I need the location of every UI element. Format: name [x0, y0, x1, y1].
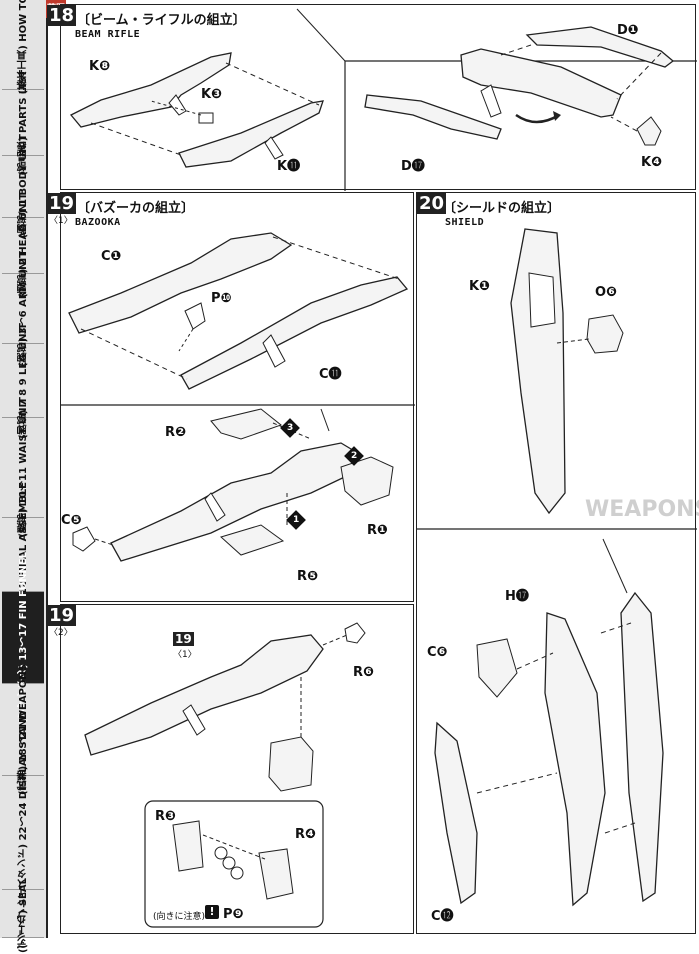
step-number: 18 [47, 5, 77, 26]
step-sub-number: 〈1〉 [49, 216, 73, 226]
step-19-2-panel: 19 〈2〉 19 〈1〉 R❻ R❸ R❹ P❾ (向きに注意) ! [47, 604, 414, 934]
part-label: K❽ [89, 59, 111, 74]
part-label: C⓫ [319, 367, 342, 382]
step-title-jp: 〔ビーム・ライフルの組立〕 [77, 13, 246, 28]
reference-step-sub: 〈1〉 [173, 650, 197, 660]
tab-how-to[interactable]: (基本工具) HOW TO [2, 0, 44, 94]
part-label: K❹ [641, 155, 663, 170]
part-label: D❶ [617, 23, 639, 38]
step-19-1-panel: 19 〈1〉 〔バズーカの組立〕 BAZOOKA C❶ P❿ C⓫ R❷ R❶ … [47, 192, 415, 602]
orientation-note: (向きに注意) [153, 912, 206, 922]
part-label: H⓱ [505, 589, 529, 604]
part-label: C⓬ [431, 909, 454, 924]
tab-label: (シール) SEAL [17, 878, 29, 949]
tab-weapons[interactable]: (武器) 18〜21 WEAPONS [2, 664, 44, 795]
step-20-panel: 20 〔シールドの組立〕 SHIELD WEAPONS K❶ O❻ H⓱ C❻ … [416, 192, 699, 934]
section-tab-strip: (基本工具) HOW TO (部品表) PARTS LIST (胸部) 1 BO… [0, 0, 48, 954]
tab-arm-unit[interactable]: (腕部) 3〜6 ARM UNIT [2, 251, 44, 366]
step-title-jp: 〔バズーカの組立〕 [77, 201, 195, 216]
step-18-panel: 18 〔ビーム・ライフルの組立〕 BEAM RIFLE K❽ K❸ K⓫ D❶ … [47, 4, 697, 191]
tab-parts-list[interactable]: (部品表) PARTS LIST [2, 70, 44, 175]
beam-rifle-diagram [69, 8, 697, 191]
caution-icon: ! [205, 905, 219, 919]
part-label: P❾ [223, 907, 244, 922]
tab-display-stand[interactable]: (ディスプレイスタンド) 22〜24 DISPLAY STAND [2, 711, 44, 954]
step-title-en: BEAM RIFLE [75, 29, 141, 40]
step-number: 20 [417, 193, 447, 214]
bazooka-diagram [61, 232, 415, 562]
tab-final-assemble[interactable]: (完成) 12 FINAL ASSEMBLE [2, 482, 44, 627]
part-label: R❻ [353, 665, 375, 680]
tab-waist-unit[interactable]: (腰部) 10〜11 WAIST UNIT [2, 397, 44, 538]
part-label: O❻ [595, 285, 618, 300]
part-label: R❹ [295, 827, 317, 842]
background-heading: WEAPONS [585, 497, 699, 522]
part-label: K❶ [469, 279, 491, 294]
step-number: 19 [47, 193, 77, 214]
part-label: R❺ [297, 569, 319, 584]
part-label: R❷ [165, 425, 187, 440]
step-title-en: SHIELD [445, 217, 485, 228]
tab-fin-funnel[interactable]: (ファンネル) 13〜17 FIN FUNNEL [2, 552, 44, 723]
part-label: R❶ [367, 523, 389, 538]
part-label: D⓱ [401, 159, 425, 174]
step-title-en: BAZOOKA [75, 217, 121, 228]
reference-step-number: 19 [173, 632, 194, 646]
part-label: K❸ [201, 87, 223, 102]
part-label: C❶ [101, 249, 122, 264]
tab-seal[interactable]: (シール) SEAL [2, 878, 44, 949]
part-label: R❸ [155, 809, 177, 824]
bazooka-grip-diagram [84, 622, 366, 928]
tab-body-unit[interactable]: (胸部) 1 BODY UNIT [2, 134, 44, 239]
tab-leg-unit[interactable]: (脚部) 7 8 9 LEG UNIT [2, 323, 44, 438]
part-label: C❻ [427, 645, 448, 660]
shield-diagram [417, 228, 697, 907]
part-label: C❺ [61, 513, 82, 528]
step-sub-number: 〈2〉 [49, 628, 73, 638]
step-title-jp: 〔シールドの組立〕 [443, 201, 561, 216]
part-label: P❿ [211, 291, 232, 306]
step-number: 19 [47, 605, 77, 626]
part-label: K⓫ [277, 159, 301, 174]
tab-head-unit[interactable]: (頭部) 2 HEAD UNIT [2, 193, 44, 298]
